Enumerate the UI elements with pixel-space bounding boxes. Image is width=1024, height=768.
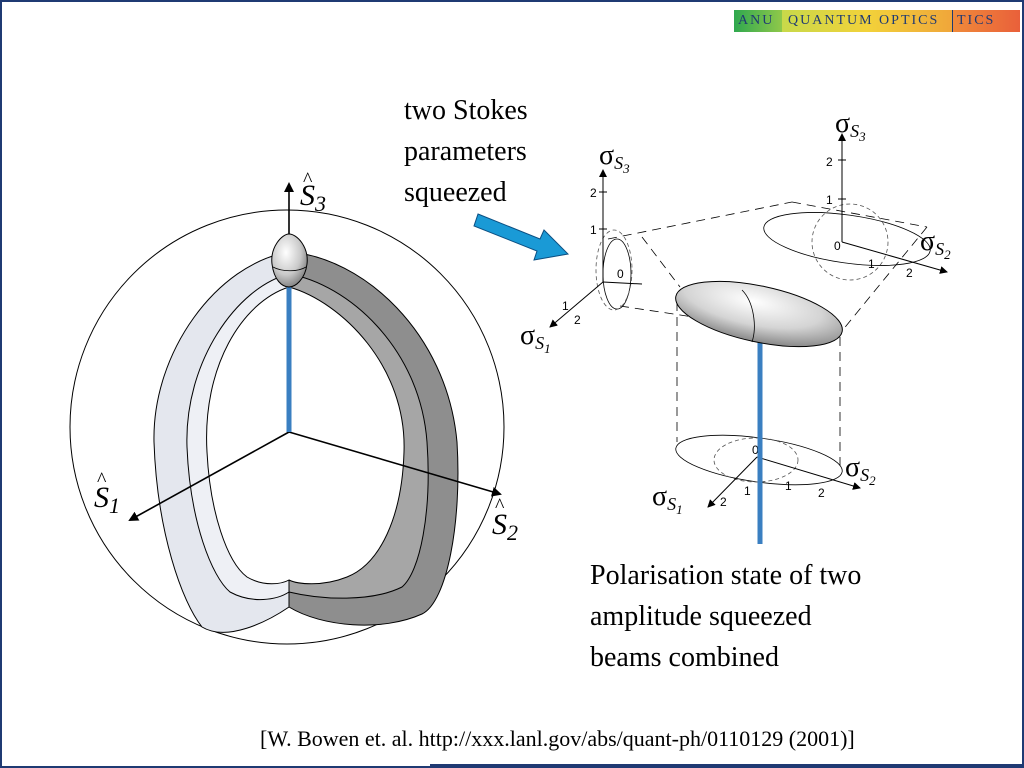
svg-text:0: 0 <box>752 443 759 457</box>
bottom-rule <box>430 764 1022 766</box>
sigma-s1-bottom-label: σS1 <box>652 481 683 517</box>
sphere-outline <box>69 209 505 645</box>
logo-tics-segment: TICS <box>952 10 1020 32</box>
s3-label: S3 <box>300 179 326 216</box>
svg-text:2: 2 <box>574 313 581 327</box>
s2-axis <box>288 431 502 497</box>
anu-quantum-optics-logo: ANU QUANTUM OPTICS TICS <box>734 10 1020 32</box>
svg-text:2: 2 <box>590 186 597 200</box>
squeezed-state-cap <box>271 233 308 288</box>
pointer-arrow-icon <box>473 213 570 261</box>
stokes-caption-line: squeezed <box>404 177 507 208</box>
sigma-s2-bottom-label: σS2 <box>845 452 876 488</box>
squeezed-ellipsoid <box>675 280 843 348</box>
svg-text:1: 1 <box>562 299 569 313</box>
svg-text:2: 2 <box>826 155 833 169</box>
svg-text:2: 2 <box>818 486 825 500</box>
svg-text:1: 1 <box>868 257 875 271</box>
sigma-s1-left-label: σS1 <box>520 320 551 356</box>
sigma-s2-top-label: σS2 <box>920 226 951 262</box>
svg-text:1: 1 <box>590 223 597 237</box>
s1-hat: ^ <box>97 469 107 491</box>
s2-hat: ^ <box>495 495 505 517</box>
polarisation-caption: Polarisation state of two amplitude sque… <box>590 555 930 678</box>
svg-text:0: 0 <box>834 239 841 253</box>
polarisation-caption-line: amplitude squeezed <box>590 601 812 632</box>
sigma-s3-top-label: σS3 <box>835 108 866 144</box>
citation: [W. Bowen et. al. http://xxx.lanl.gov/ab… <box>260 726 855 751</box>
polarisation-caption-line: beams combined <box>590 642 779 673</box>
svg-text:0: 0 <box>617 267 624 281</box>
svg-text:1: 1 <box>785 479 792 493</box>
svg-text:1: 1 <box>744 484 751 498</box>
sigma-s3-left-label: σS3 <box>599 140 630 176</box>
stokes-caption: two Stokes parameters squeezed <box>404 90 574 213</box>
s2-label: S2 <box>492 508 518 545</box>
svg-text:2: 2 <box>906 266 913 280</box>
band-hole <box>206 286 405 585</box>
s1-axis <box>128 431 290 521</box>
s3-hat: ^ <box>303 169 313 191</box>
stokes-caption-line: parameters <box>404 136 527 167</box>
poincare-sphere: S3 ^ S1 ^ S2 ^ <box>69 169 518 645</box>
s1-label: S1 <box>94 481 120 518</box>
projection-diagram: 2 1 0 1 2 σS3 σS1 2 1 0 1 2 σS3 <box>520 108 951 544</box>
logo-quantum-optics-segment: QUANTUM OPTICS <box>782 10 952 32</box>
logo-anu-segment: ANU <box>734 10 782 32</box>
stokes-caption-line: two Stokes <box>404 95 528 126</box>
svg-text:2: 2 <box>720 495 727 509</box>
svg-text:1: 1 <box>826 193 833 207</box>
polarisation-caption-line: Polarisation state of two <box>590 560 862 591</box>
